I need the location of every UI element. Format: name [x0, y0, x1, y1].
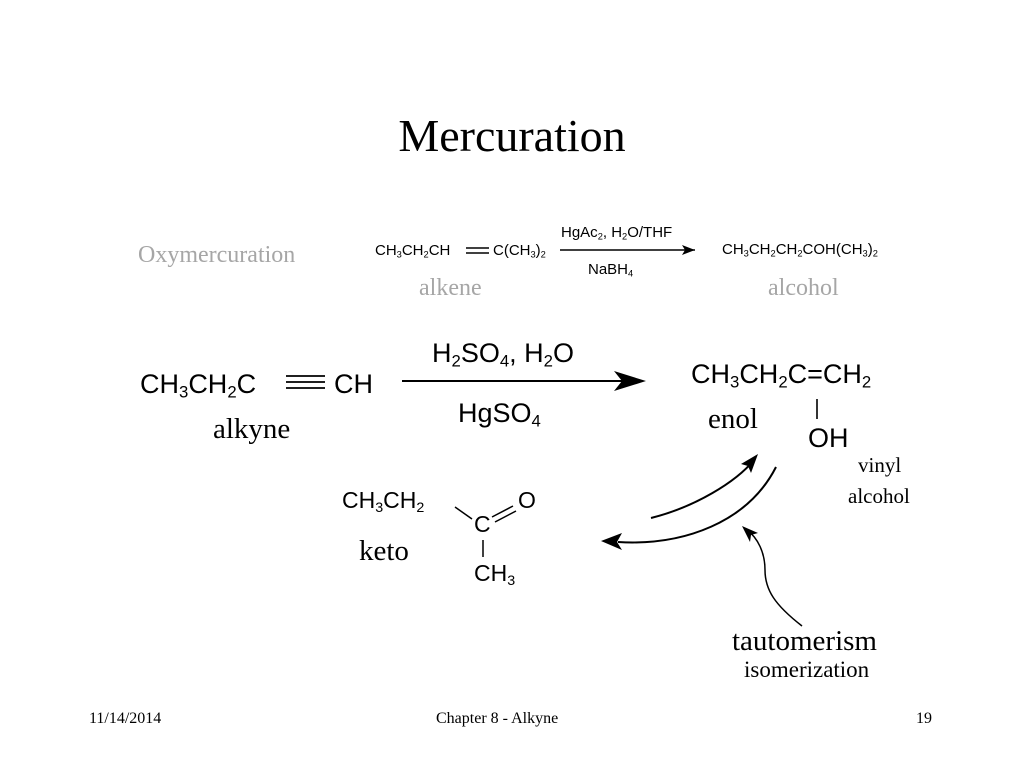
footer-chapter: Chapter 8 - Alkyne	[436, 710, 559, 727]
main-reagent-top: H2SO4, H2O	[432, 338, 574, 371]
oxy-double-bond	[466, 247, 489, 254]
oxy-reactant-left: CH3CH2CH	[375, 242, 451, 260]
alkyne-formula-left: CH3CH2C	[140, 369, 257, 402]
main-arrowhead	[614, 371, 646, 391]
enol-to-keto-arrow	[617, 466, 777, 544]
keto-label: keto	[359, 535, 409, 567]
keto-carbon: C	[474, 511, 491, 537]
footer-page-number: 19	[916, 710, 932, 727]
keto-methyl: CH3	[474, 560, 516, 589]
alkyne-triple-bond	[286, 375, 325, 389]
oxy-reactant-right: C(CH3)2	[493, 242, 546, 260]
alcohol-label: alcohol	[768, 275, 839, 301]
keto-to-enol-arrow	[650, 459, 755, 519]
oxymercuration-label: Oxymercuration	[138, 242, 296, 268]
keto-left-chain: CH3CH2	[342, 487, 425, 516]
isomerization-label: isomerization	[744, 657, 870, 682]
oxy-product: CH3CH2CH2COH(CH3)2	[722, 241, 878, 259]
tautomerism-pointer-head	[742, 526, 758, 542]
keto-to-enol-arrowhead	[741, 454, 758, 473]
enol-formula: CH3CH2C=CH2	[691, 359, 872, 392]
alkene-label: alkene	[419, 275, 482, 301]
alkyne-formula-right: CH	[334, 369, 373, 399]
tautomerism-pointer	[746, 529, 803, 627]
vinyl-label: vinyl	[858, 453, 902, 477]
footer-date: 11/14/2014	[89, 710, 162, 727]
enol-to-keto-arrowhead	[601, 533, 622, 550]
enol-oh: OH	[808, 423, 849, 453]
oxy-reagent-top: HgAc2, H2O/THF	[561, 224, 673, 242]
main-reagent-bottom: HgSO4	[458, 398, 541, 431]
keto-oxygen: O	[518, 487, 536, 513]
oxy-reagent-bottom: NaBH4	[588, 261, 634, 279]
vinyl-alcohol-label: alcohol	[848, 484, 910, 508]
alkyne-label: alkyne	[213, 413, 291, 445]
slide-title: Mercuration	[398, 110, 626, 161]
keto-chain-bond	[454, 506, 473, 520]
keto-carbonyl-double-bond	[491, 505, 517, 523]
oxy-arrowhead	[682, 245, 695, 255]
tautomerism-label: tautomerism	[732, 625, 877, 657]
enol-label: enol	[708, 403, 758, 435]
